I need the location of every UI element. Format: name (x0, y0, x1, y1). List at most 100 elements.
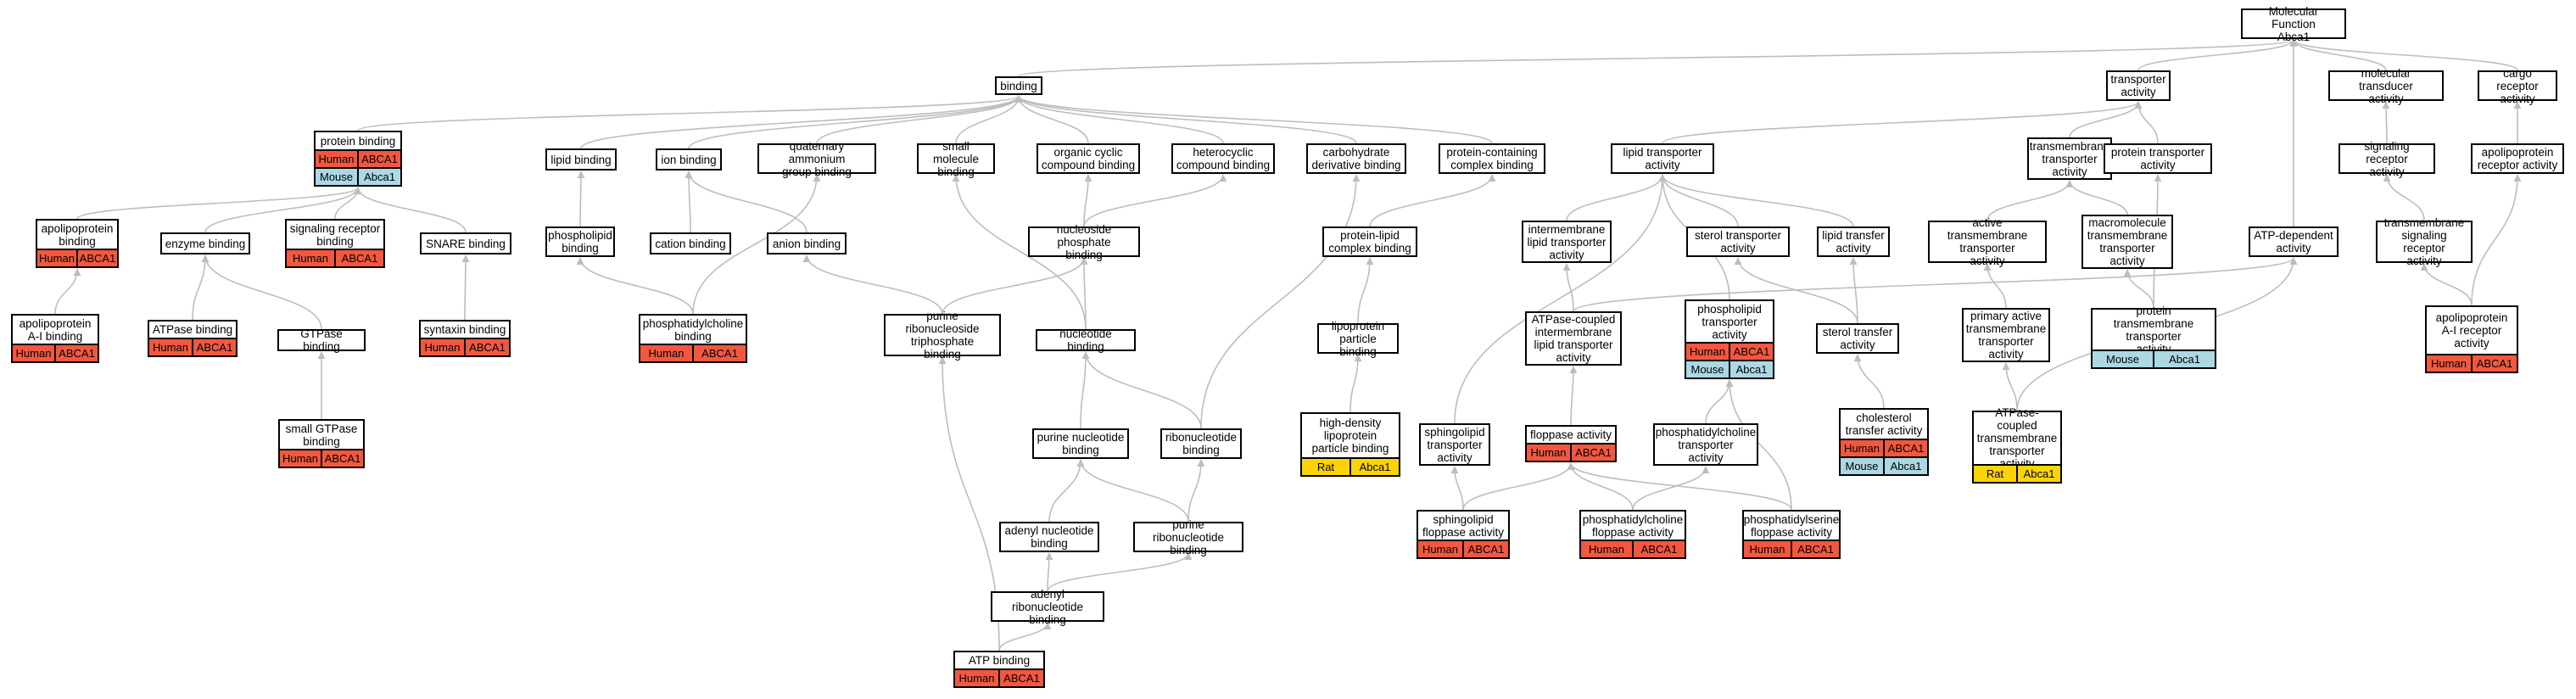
go-term-ribonucleotide[interactable]: ribonucleotide binding (1160, 428, 1242, 459)
go-term-transporter-activity[interactable]: transporter activity (2106, 70, 2171, 101)
edge-phosphatidylserine-floppase-to-phospholipid-transporter (1725, 379, 1792, 511)
go-term-nucleoside-phosphate[interactable]: nucleoside phosphate binding (1028, 223, 1140, 261)
edge-gtpase-binding-to-enzyme-binding (201, 254, 322, 330)
go-term-anion-binding[interactable]: anion binding (767, 232, 847, 254)
go-term-active-transmembrane[interactable]: active transmembrane transporter activit… (1928, 216, 2047, 267)
go-term-cargo-receptor[interactable]: cargo receptor activity (2478, 67, 2557, 105)
go-term-protein-containing[interactable]: protein-containing complex binding (1439, 143, 1545, 174)
go-term-molecular-transducer[interactable]: molecular transducer activity (2328, 67, 2444, 105)
go-term-macromolecule-transmembrane[interactable]: macromolecule transmembrane transporter … (2081, 215, 2173, 269)
go-term-organic-cyclic[interactable]: organic cyclic compound binding (1037, 143, 1140, 174)
edge-apoa1-receptor-to-transmembrane-signaling (2420, 263, 2473, 306)
species-label: Human (640, 345, 692, 361)
go-term-atp-dependent[interactable]: ATP-dependent activity (2249, 226, 2339, 257)
go-term-primary-active[interactable]: primary active transmembrane transporter… (1962, 308, 2050, 362)
go-term-lipid-transfer[interactable]: lipid transfer activity (1817, 226, 1890, 257)
edge-lipid-transporter-to-transporter-activity (1662, 101, 2143, 144)
go-term-small-molecule[interactable]: small molecule binding (917, 140, 995, 178)
species-label: Human (149, 339, 192, 355)
go-term-binding[interactable]: binding (995, 76, 1042, 95)
go-term-label: ion binding (661, 153, 717, 166)
go-term-label: transmembrane signaling receptor activit… (2383, 216, 2465, 267)
go-term-label: ATPase binding (152, 323, 233, 336)
go-term-lipoprotein-particle[interactable]: lipoprotein particle binding (1317, 319, 1399, 358)
go-term-label: nucleotide binding (1059, 327, 1112, 353)
go-term-protein-transmembrane[interactable]: protein transmembrane transporter activi… (2091, 305, 2216, 369)
go-term-sterol-transfer[interactable]: sterol transfer activity (1816, 323, 1899, 354)
go-term-atpase-coupled-transmembrane[interactable]: ATPase-coupled transmembrane transporter… (1972, 406, 2062, 484)
go-term-sterol-transporter[interactable]: sterol transporter activity (1686, 226, 1790, 257)
go-term-snare-binding[interactable]: SNARE binding (420, 232, 511, 254)
go-term-label: signaling receptor activity (2364, 139, 2410, 178)
go-term-intermembrane-lipid[interactable]: intermembrane lipid transporter activity (1522, 221, 1612, 263)
go-term-mf[interactable]: Molecular Function Abca1 (2241, 5, 2346, 43)
species-label: Human (280, 450, 321, 467)
go-term-label: heterocyclic compound binding (1176, 146, 1271, 171)
go-term-protein-transporter[interactable]: protein transporter activity (2104, 143, 2212, 174)
go-term-gtpase-binding[interactable]: GTPase binding (277, 327, 366, 353)
go-term-nucleotide-binding[interactable]: nucleotide binding (1036, 327, 1136, 353)
go-term-label: sterol transporter activity (1694, 229, 1782, 254)
edge-sterol-transfer-to-lipid-transfer (1849, 257, 1858, 324)
go-term-phosphatidylcholine-transporter[interactable]: phosphatidylcholine transporter activity (1653, 423, 1758, 466)
go-term-hdl-particle[interactable]: high-density lipoprotein particle bindin… (1300, 412, 1400, 477)
go-term-purine-nucleotide[interactable]: purine nucleotide binding (1032, 428, 1129, 459)
go-term-heterocyclic[interactable]: heterocyclic compound binding (1171, 143, 1275, 174)
go-term-lipid-binding[interactable]: lipid binding (545, 148, 617, 171)
edge-purine-ribonucleotide-to-purine-nucleotide (1076, 459, 1189, 523)
go-term-label: lipoprotein particle binding (1331, 319, 1385, 358)
go-term-lipid-transporter[interactable]: lipid transporter activity (1611, 143, 1714, 174)
go-term-cation-binding[interactable]: cation binding (650, 232, 731, 254)
go-term-label: intermembrane lipid transporter activity (1527, 222, 1607, 261)
go-term-purine-ribonucleotide[interactable]: purine ribonucleotide binding (1133, 518, 1243, 556)
go-term-label: sphingolipid transporter activity (1424, 425, 1485, 464)
edge-signaling-receptor-act-to-molecular-transducer (2382, 101, 2390, 144)
go-term-adenyl-nucleotide[interactable]: adenyl nucleotide binding (999, 522, 1099, 552)
go-term-enzyme-binding[interactable]: enzyme binding (160, 232, 250, 254)
go-term-purine-ribonucleoside-tp[interactable]: purine ribonucleoside triphosphate bindi… (884, 310, 1001, 361)
edge-atpase-binding-to-enzyme-binding (192, 254, 210, 321)
go-term-protein-lipid-complex[interactable]: protein-lipid complex binding (1322, 226, 1417, 257)
go-term-transmembrane-transporter[interactable]: transmembrane transporter activity (2027, 137, 2112, 180)
go-term-adenyl-ribonucleotide[interactable]: adenyl ribonucleotide binding (991, 588, 1104, 626)
species-label: Human (287, 250, 334, 266)
gene-label: ABCA1 (1632, 541, 1685, 557)
go-term-label: carbohydrate derivative binding (1311, 146, 1401, 171)
go-term-label: cation binding (655, 237, 726, 250)
go-term-label: ATPase-coupled intermembrane lipid trans… (1531, 313, 1616, 364)
go-term-atpase-coupled-intermembrane[interactable]: ATPase-coupled intermembrane lipid trans… (1525, 311, 1622, 366)
go-term-label: sphingolipid floppase activity (1422, 512, 1505, 539)
go-term-quaternary-ammonium[interactable]: quaternary ammonium group binding (757, 140, 876, 178)
go-term-apolipoprotein-receptor[interactable]: apolipoprotein receptor activity (2471, 143, 2564, 174)
go-term-transmembrane-signaling[interactable]: transmembrane signaling receptor activit… (2376, 216, 2473, 267)
gene-label: ABCA1 (192, 339, 236, 355)
go-term-signaling-receptor-act[interactable]: signaling receptor activity (2339, 139, 2435, 178)
species-label: Human (37, 250, 76, 266)
go-term-carbohydrate-deriv[interactable]: carbohydrate derivative binding (1306, 143, 1406, 174)
go-term-phospholipid-binding[interactable]: phospholipid binding (545, 226, 615, 257)
species-label: Human (1744, 541, 1791, 557)
edge-protein-binding-to-binding (357, 95, 1023, 131)
go-term-sphingolipid-transporter[interactable]: sphingolipid transporter activity (1419, 423, 1490, 466)
go-term-ion-binding[interactable]: ion binding (656, 148, 722, 171)
